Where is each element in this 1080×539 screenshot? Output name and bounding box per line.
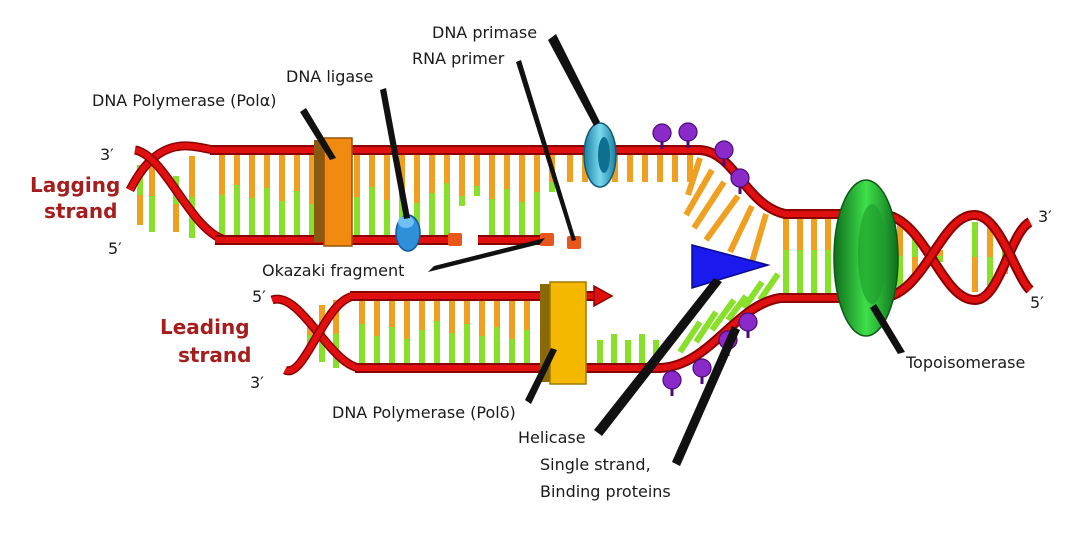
ssb-protein — [678, 122, 698, 148]
dna-primase-icon — [583, 122, 617, 188]
helicase-icon — [691, 244, 771, 290]
lagging-strand-label-1: Lagging — [30, 173, 120, 197]
base-pair — [727, 204, 755, 254]
label-rna-primer: RNA primer — [412, 49, 505, 68]
end-right-top: 3′ — [1038, 207, 1052, 226]
end-lag-top-left: 3′ — [100, 145, 114, 164]
label-dna-primase: DNA primase — [432, 23, 537, 42]
rna-primer-block — [567, 236, 581, 249]
ssb-protein — [662, 370, 682, 396]
label-dna-ligase: DNA ligase — [286, 67, 373, 86]
base-pair — [741, 280, 765, 310]
lagging-strand-label-2: strand — [44, 199, 117, 223]
base-pair — [725, 294, 749, 322]
ssb-protein — [730, 168, 750, 194]
base-pair — [691, 180, 727, 230]
end-lead-top-left: 5′ — [252, 287, 266, 306]
leading-strand-label-2: strand — [178, 343, 251, 367]
ssb-protein — [652, 123, 672, 149]
label-pol-alpha: DNA Polymerase (Polα) — [92, 91, 277, 110]
end-lag-bottom-left: 5′ — [108, 239, 122, 258]
pointer-lines — [300, 34, 905, 466]
leading-parent-strand — [355, 293, 880, 373]
label-ssb-line1: Single strand, — [540, 455, 651, 474]
ssb-protein — [714, 140, 734, 166]
rna-primer-block — [448, 233, 462, 246]
dna-ligase-icon — [395, 214, 421, 252]
label-topoisomerase: Topoisomerase — [905, 353, 1025, 372]
label-pol-delta: DNA Polymerase (Polδ) — [332, 403, 516, 422]
base-pair — [749, 213, 769, 263]
topoisomerase-ring — [833, 179, 899, 337]
label-ssb-line2: Binding proteins — [540, 482, 671, 501]
leading-strand-label-1: Leading — [160, 315, 250, 339]
leading-helix — [270, 291, 362, 376]
parent-helix — [879, 209, 1034, 306]
base-pair — [693, 310, 719, 344]
base-pair — [757, 272, 781, 302]
label-okazaki-fragment: Okazaki fragment — [262, 261, 404, 280]
base-pair — [703, 194, 741, 242]
base-pair — [683, 168, 715, 217]
leading-arrow-icon — [593, 284, 614, 308]
pol-delta-icon — [540, 281, 587, 385]
base-pair — [677, 320, 703, 354]
ssb-proteins — [652, 122, 758, 396]
ssb-protein — [738, 312, 758, 338]
lagging-helix — [125, 141, 227, 245]
end-lead-bottom-left: 3′ — [250, 373, 264, 392]
label-helicase: Helicase — [518, 428, 586, 447]
ssb-protein — [692, 358, 712, 384]
rna-primers — [448, 233, 581, 249]
base-pair — [685, 157, 703, 196]
rna-primer-block — [540, 233, 554, 246]
end-right-bottom: 5′ — [1030, 293, 1044, 312]
base-pair — [709, 298, 737, 332]
